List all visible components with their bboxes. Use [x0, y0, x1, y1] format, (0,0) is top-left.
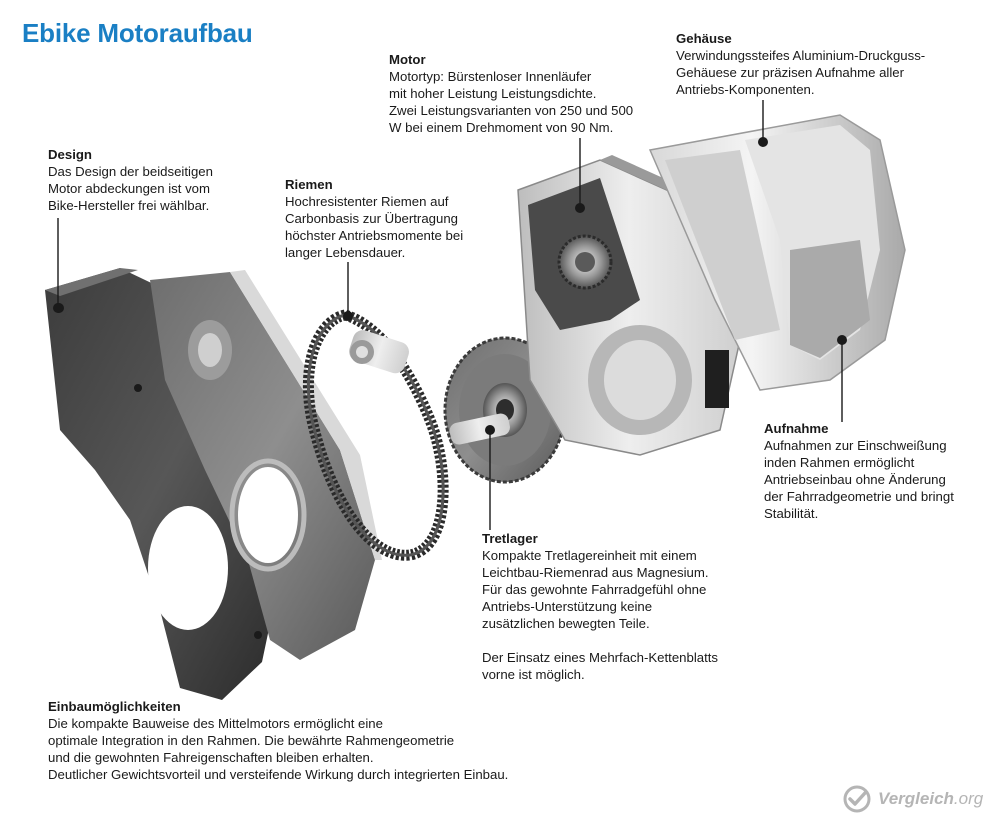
vergleich-logo: Vergleich.org: [842, 784, 983, 814]
label-installation: Einbaumöglichkeiten Die kompakte Bauweis…: [48, 698, 568, 783]
label-housing-heading: Gehäuse: [676, 31, 732, 46]
label-bottom-bracket: Tretlager Kompakte Tretlagereinheit mit …: [482, 530, 742, 683]
drive-belt: [303, 309, 449, 561]
logo-suffix: .org: [953, 789, 984, 808]
label-motor-body: Motortyp: Bürstenloser Innenläufer mit h…: [389, 69, 634, 135]
label-motor-heading: Motor: [389, 52, 426, 67]
label-belt-body: Hochresistenter Riemen auf Carbonbasis z…: [285, 194, 464, 260]
label-mount-body: Aufnahmen zur Einschweißung inden Rahmen…: [764, 438, 954, 521]
label-design: Design Das Design der beidseitigen Motor…: [48, 146, 248, 214]
logo-brand: Vergleich: [878, 789, 954, 808]
label-motor: Motor Motortyp: Bürstenloser Innenläufer…: [389, 51, 659, 136]
label-housing-body: Verwindungssteifes Aluminium-Druckguss- …: [676, 48, 926, 97]
label-belt-heading: Riemen: [285, 177, 333, 192]
label-installation-heading: Einbaumöglichkeiten: [48, 699, 181, 714]
label-design-body: Das Design der beidseitigen Motor abdeck…: [48, 164, 213, 213]
label-installation-body: Die kompakte Bauweise des Mittelmotors e…: [48, 716, 509, 782]
label-bottom-bracket-heading: Tretlager: [482, 531, 538, 546]
label-bottom-bracket-body: Kompakte Tretlagereinheit mit einem Leic…: [482, 548, 719, 682]
label-design-heading: Design: [48, 147, 92, 162]
label-housing: Gehäuse Verwindungssteifes Aluminium-Dru…: [676, 30, 976, 98]
label-mount: Aufnahme Aufnahmen zur Einschweißung ind…: [764, 420, 984, 522]
logo-text: Vergleich.org: [878, 789, 983, 809]
aluminium-housing: [648, 114, 906, 391]
label-belt: Riemen Hochresistenter Riemen auf Carbon…: [285, 176, 485, 261]
checkmark-shield-icon: [843, 785, 871, 813]
leader-lines: [53, 100, 847, 530]
label-mount-heading: Aufnahme: [764, 421, 829, 436]
page-title: Ebike Motoraufbau: [22, 18, 253, 48]
